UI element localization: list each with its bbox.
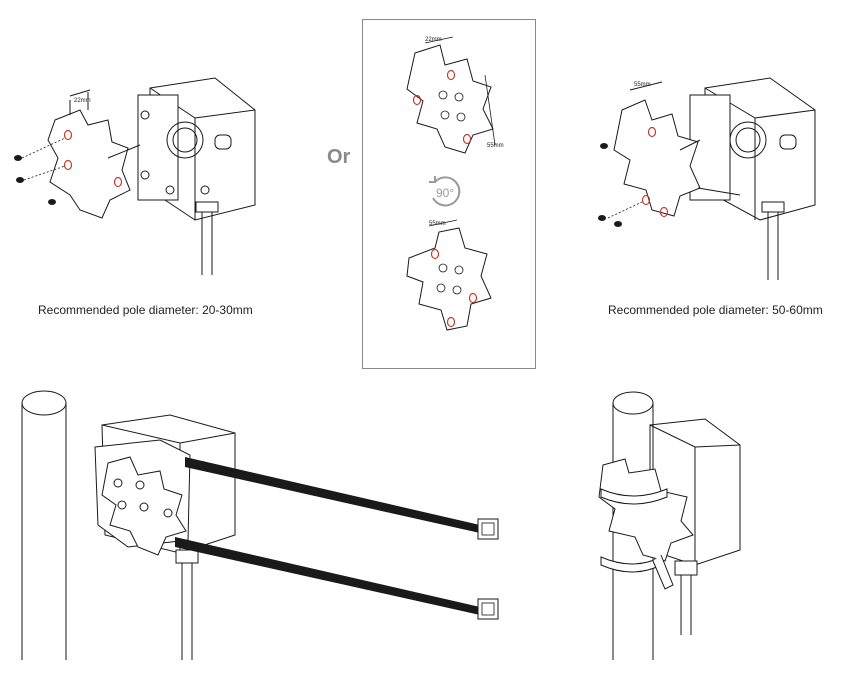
rotation-frame bbox=[362, 19, 536, 369]
rotation-label: 90° bbox=[436, 186, 454, 200]
mount-small-pole-cable-ties bbox=[21, 390, 499, 660]
caption-right: Recommended pole diameter: 50-60mm bbox=[608, 303, 823, 317]
exploded-view-large-pole: 55mm bbox=[598, 77, 816, 280]
exploded-view-small-pole: 22mm bbox=[14, 77, 256, 275]
bracket-rotated-view: 55mm bbox=[406, 219, 492, 331]
dim-label-center-side: 55mm bbox=[487, 143, 504, 149]
dim-label-left-top: 22mm bbox=[74, 98, 91, 104]
dim-label-center-bottom: 55mm bbox=[429, 221, 446, 227]
mount-large-pole-clamps bbox=[598, 391, 741, 660]
dim-label-right-top: 55mm bbox=[634, 82, 651, 88]
dim-label-center-top: 22mm bbox=[425, 37, 442, 43]
bracket-top-view: 22mm 55mm bbox=[406, 36, 504, 154]
caption-left: Recommended pole diameter: 20-30mm bbox=[38, 303, 253, 317]
rotate-90-icon: 90° bbox=[429, 176, 461, 207]
or-label: Or bbox=[327, 146, 351, 168]
